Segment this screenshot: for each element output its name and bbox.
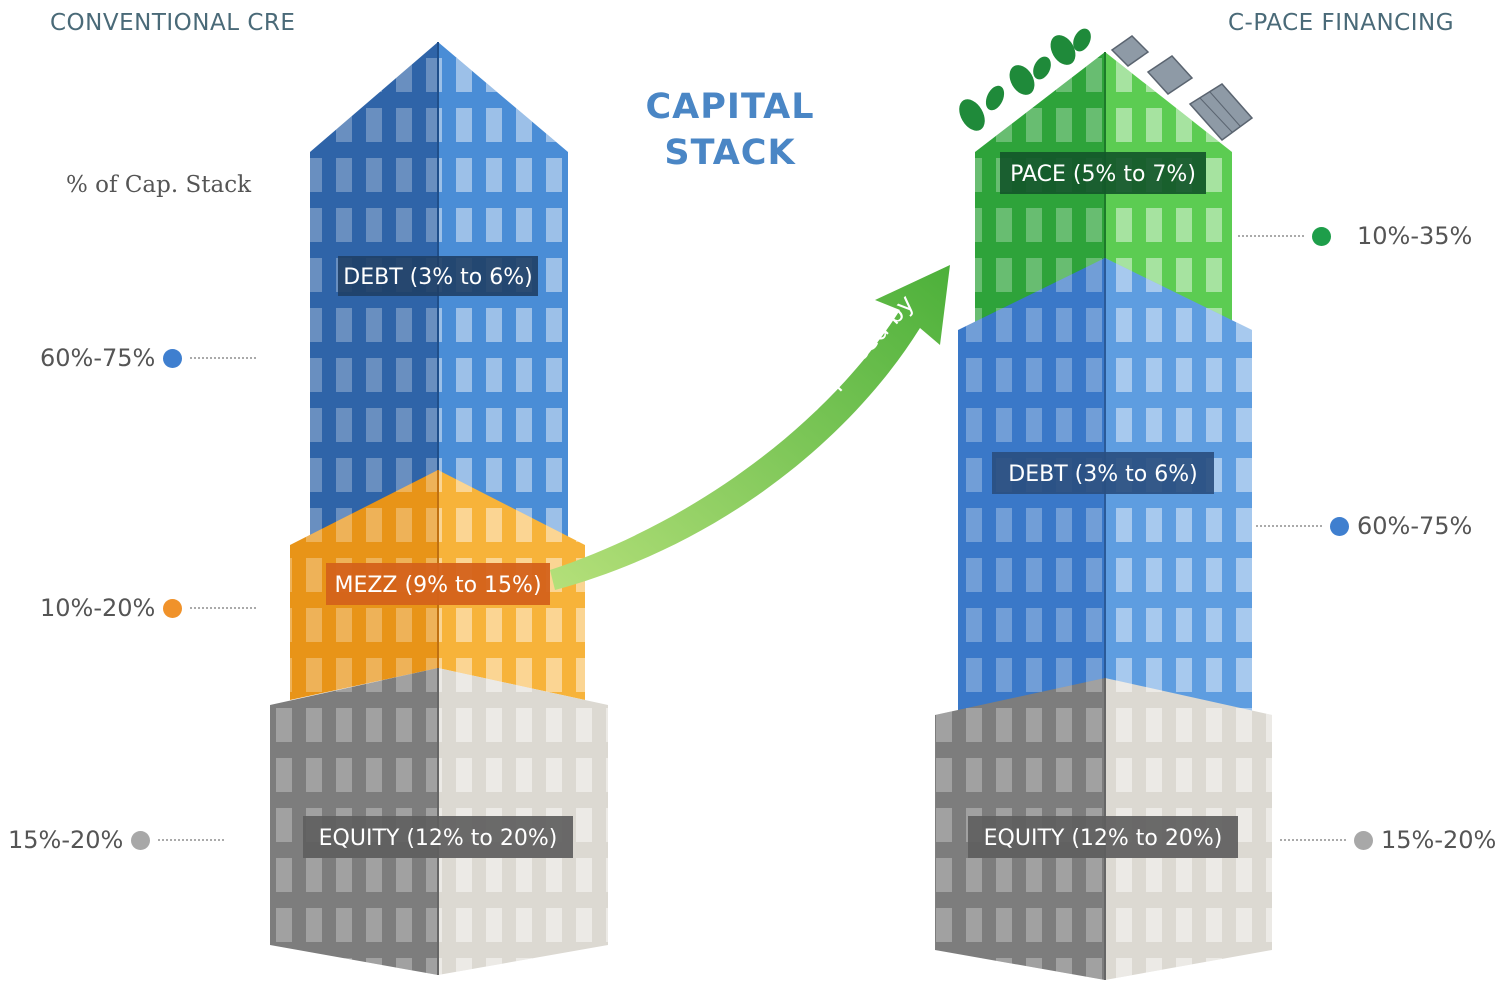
left-equity-label: EQUITY (12% to 20%) bbox=[319, 826, 558, 851]
title-line-2: STACK bbox=[664, 133, 796, 173]
debt-dot-icon bbox=[1330, 516, 1349, 536]
left-mezz-label: MEZZ (9% to 15%) bbox=[334, 573, 541, 598]
left-equity-pct-row: 15%-20% bbox=[8, 826, 225, 854]
mezz-dot-icon bbox=[163, 598, 183, 618]
leader-line bbox=[1238, 235, 1304, 237]
leader-line bbox=[1256, 525, 1322, 527]
right-header: C-PACE FINANCING bbox=[1228, 10, 1455, 36]
right-debt-tag: DEBT (3% to 6%) bbox=[992, 452, 1214, 494]
leader-line bbox=[158, 839, 225, 841]
left-debt-label: DEBT (3% to 6%) bbox=[343, 265, 532, 290]
equity-dot-icon bbox=[1354, 830, 1373, 850]
equity-dot-icon bbox=[131, 830, 151, 850]
right-pace-label: PACE (5% to 7%) bbox=[1010, 162, 1196, 187]
right-debt-label: DEBT (3% to 6%) bbox=[1008, 462, 1197, 487]
leaf-icon bbox=[959, 28, 1091, 131]
left-header: CONVENTIONAL CRE bbox=[50, 10, 296, 36]
replaced-by-arrow: Replaced by bbox=[550, 265, 950, 590]
left-debt-pct-row: 60%-75% bbox=[40, 344, 257, 372]
right-equity-pct-row: 15%-20% bbox=[1280, 826, 1496, 854]
title-line-1: CAPITAL bbox=[645, 87, 815, 127]
right-equity-tag: EQUITY (12% to 20%) bbox=[968, 816, 1238, 858]
leader-line bbox=[1280, 839, 1346, 841]
debt-dot-icon bbox=[163, 348, 183, 368]
left-equity-pct: 15%-20% bbox=[8, 826, 124, 854]
right-equity-pct: 15%-20% bbox=[1381, 826, 1497, 854]
left-debt-pct: 60%-75% bbox=[40, 344, 156, 372]
right-debt-pct-row: 60%-75% bbox=[1256, 512, 1472, 540]
right-pace-pct-row: 10%-35% bbox=[1238, 222, 1472, 250]
pace-dot-icon bbox=[1312, 226, 1331, 246]
left-equity-tag: EQUITY (12% to 20%) bbox=[303, 816, 573, 858]
solar-panel-icon bbox=[1110, 35, 1254, 142]
left-mezz-tag: MEZZ (9% to 15%) bbox=[326, 563, 550, 605]
right-pace-pct: 10%-35% bbox=[1357, 222, 1473, 250]
right-pace-tag: PACE (5% to 7%) bbox=[1000, 152, 1206, 194]
left-mezz-pct: 10%-20% bbox=[40, 594, 156, 622]
right-equity-label: EQUITY (12% to 20%) bbox=[984, 826, 1223, 851]
axis-label: % of Cap. Stack bbox=[66, 172, 252, 198]
left-mezz-pct-row: 10%-20% bbox=[40, 594, 257, 622]
leader-line bbox=[190, 607, 257, 609]
leader-line bbox=[190, 357, 257, 359]
left-debt-tag: DEBT (3% to 6%) bbox=[338, 256, 538, 296]
right-debt-pct: 60%-75% bbox=[1357, 512, 1473, 540]
diagram-title: CAPITAL STACK bbox=[640, 84, 820, 176]
